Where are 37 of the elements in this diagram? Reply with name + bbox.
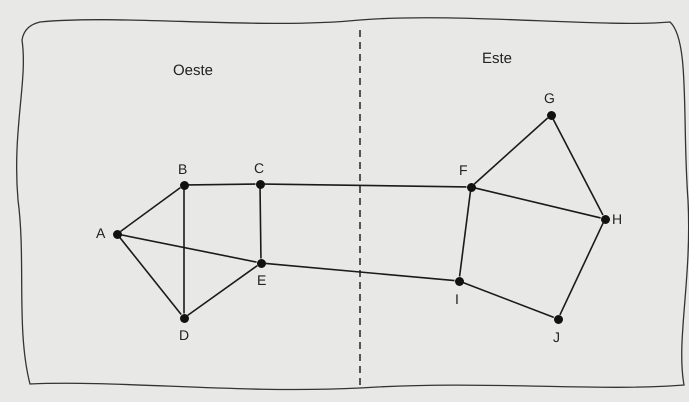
vertex-dot bbox=[256, 258, 266, 268]
vertex-label: B bbox=[178, 161, 188, 177]
graph-edge bbox=[559, 222, 604, 316]
region-label: Este bbox=[482, 50, 512, 68]
vertex-label: A bbox=[96, 225, 106, 241]
graph-edge bbox=[462, 282, 554, 318]
vertex-dot bbox=[454, 276, 464, 286]
vertex-dot bbox=[466, 182, 476, 192]
vertex-label: G bbox=[544, 90, 555, 106]
graph-edge bbox=[265, 262, 455, 282]
vertex-dot bbox=[554, 314, 562, 324]
graph-edge bbox=[458, 191, 472, 277]
graph-edge bbox=[475, 187, 601, 219]
graph-edge bbox=[259, 188, 262, 259]
vertex-dot bbox=[600, 214, 610, 224]
vertex-label: E bbox=[257, 272, 266, 288]
vertex-label: D bbox=[179, 327, 190, 343]
vertex-dot bbox=[180, 314, 188, 322]
graph-edge bbox=[187, 264, 258, 316]
vertex-dot bbox=[180, 180, 188, 190]
vertex-dot bbox=[112, 230, 122, 238]
graph-edge bbox=[121, 234, 257, 263]
graph-edge bbox=[264, 183, 467, 188]
vertex-label: F bbox=[459, 162, 468, 178]
region-label: Oeste bbox=[173, 62, 214, 80]
vertex-label: I bbox=[455, 291, 459, 307]
graph-edge bbox=[552, 118, 604, 216]
graph-edge bbox=[474, 117, 548, 185]
vertex-label: J bbox=[553, 329, 560, 345]
graph-edge bbox=[183, 190, 185, 314]
graph-edge bbox=[120, 187, 181, 232]
vertex-dot bbox=[256, 180, 264, 188]
vertex-label: H bbox=[612, 211, 622, 227]
vertex-dot bbox=[546, 110, 556, 120]
graph-edge bbox=[188, 183, 256, 186]
vertex-label: C bbox=[254, 160, 264, 176]
graph-edge bbox=[119, 237, 182, 315]
